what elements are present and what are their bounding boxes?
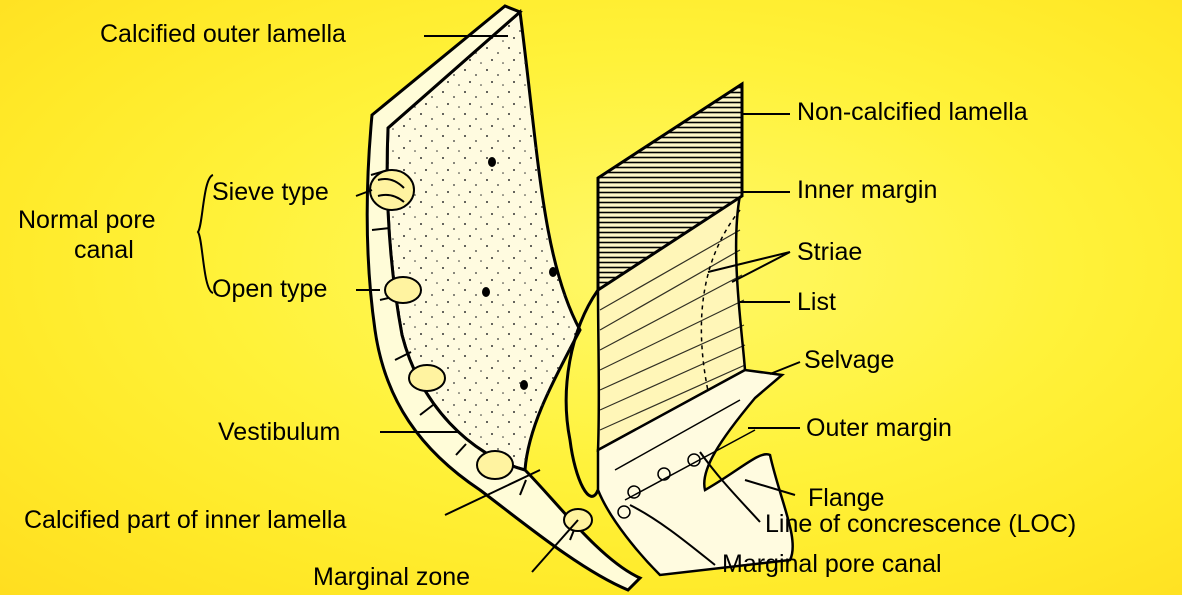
label-canal: canal [74, 238, 134, 263]
label-selvage: Selvage [804, 348, 894, 373]
label-marginal-zone: Marginal zone [313, 565, 470, 590]
label-outer-margin: Outer margin [806, 416, 952, 441]
label-vestibulum: Vestibulum [218, 420, 340, 445]
label-open-type: Open type [212, 277, 327, 302]
label-inner-margin: Inner margin [797, 178, 937, 203]
label-list: List [797, 290, 836, 315]
label-non-calcified-lamella: Non-calcified lamella [797, 100, 1028, 125]
label-striae: Striae [797, 240, 862, 265]
label-normal-pore: Normal pore [18, 208, 156, 233]
label-calcified-outer-lamella: Calcified outer lamella [100, 22, 346, 47]
label-flange: Flange [808, 486, 884, 511]
label-calcified-part-inner-lamella: Calcified part of inner lamella [24, 508, 346, 533]
label-line-of-concrescence: Line of concrescence (LOC) [765, 512, 1076, 537]
label-sieve-type: Sieve type [212, 180, 329, 205]
label-marginal-pore-canal: Marginal pore canal [722, 552, 942, 577]
